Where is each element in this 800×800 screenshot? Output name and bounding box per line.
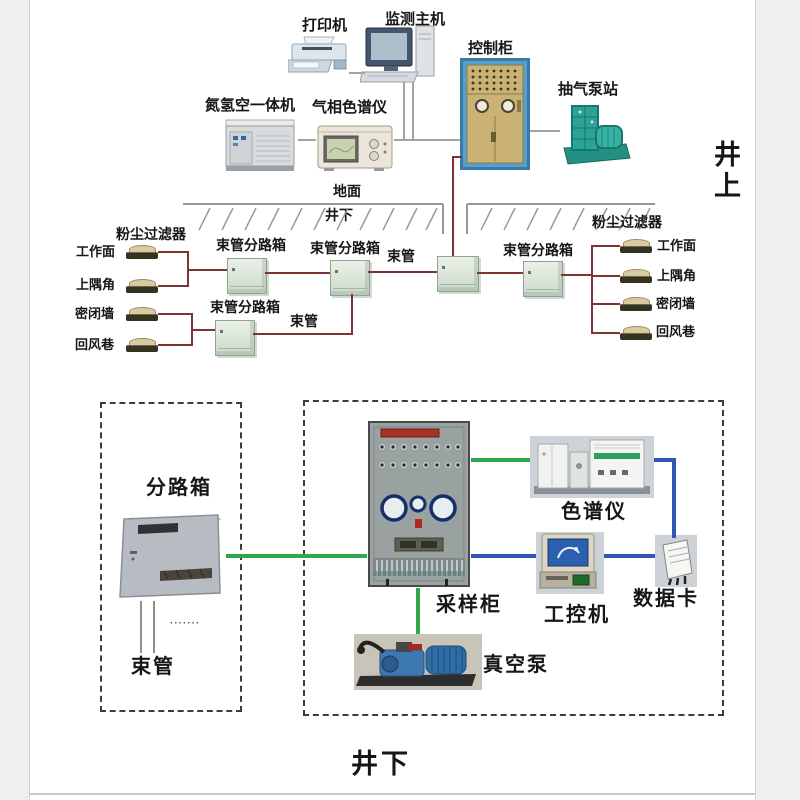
chromatograph-cabinet-wire bbox=[394, 139, 460, 141]
gas-generator-label: 氮氢空一体机 bbox=[205, 97, 296, 114]
pump-station-image bbox=[563, 105, 631, 165]
data-card-image bbox=[655, 535, 697, 587]
blue-data-line bbox=[471, 554, 536, 558]
underground-station-frame bbox=[303, 400, 724, 716]
dust-filter-left-2 bbox=[126, 279, 158, 293]
tube-line bbox=[158, 344, 193, 346]
underground-branch-box-image bbox=[119, 514, 222, 598]
blue-data-line bbox=[604, 554, 655, 558]
vacuum-pump-label: 真空泵 bbox=[483, 654, 549, 676]
sampling-cabinet-image bbox=[368, 421, 470, 587]
printer-image bbox=[288, 36, 347, 73]
point-label-left-2: 上隅角 bbox=[76, 277, 116, 292]
point-label-right-4: 回风巷 bbox=[656, 324, 696, 339]
gas-generator-image bbox=[225, 119, 295, 171]
tube-label-row2: 束管 bbox=[290, 313, 318, 329]
dust-filter-right-1 bbox=[620, 239, 652, 253]
ground-hatch-right bbox=[466, 203, 655, 234]
cabinet-tube-stub bbox=[452, 156, 462, 158]
green-sample-line bbox=[471, 458, 530, 462]
branch-box-1 bbox=[227, 258, 267, 294]
underground-tube-label: 束管 bbox=[131, 656, 175, 678]
sampling-cabinet-label: 采样柜 bbox=[436, 594, 502, 616]
dust-filter-right-4 bbox=[620, 326, 652, 340]
branch-box-3 bbox=[523, 261, 563, 297]
tube-line bbox=[351, 294, 353, 335]
tube-ellipsis: ······· bbox=[170, 618, 201, 629]
green-sample-line bbox=[226, 554, 367, 558]
tube-line bbox=[187, 269, 227, 271]
branch-box-2 bbox=[330, 260, 370, 296]
monitor-host-label: 监测主机 bbox=[385, 11, 446, 28]
pump-station-label: 抽气泵站 bbox=[558, 81, 619, 98]
monitor-host-image bbox=[360, 25, 435, 83]
tube-line bbox=[591, 245, 593, 334]
tube-line bbox=[591, 303, 620, 305]
industrial-pc-label: 工控机 bbox=[544, 604, 610, 626]
tube-drop-line-2 bbox=[153, 601, 155, 653]
gas-chromatograph-image bbox=[317, 125, 393, 171]
point-label-right-1: 工作面 bbox=[657, 238, 697, 253]
blue-data-line bbox=[672, 458, 676, 538]
dust-filter-label-right: 粉尘过滤器 bbox=[592, 214, 662, 230]
control-cabinet-label: 控制柜 bbox=[468, 40, 514, 57]
branch-box-4 bbox=[215, 320, 255, 356]
tube-line bbox=[265, 272, 330, 274]
point-label-right-3: 密闭墙 bbox=[656, 296, 696, 311]
tube-line bbox=[253, 333, 353, 335]
tube-drop-line-1 bbox=[140, 601, 142, 653]
cabinet-pump-wire bbox=[530, 130, 560, 132]
branch-box-label-3: 束管分路箱 bbox=[503, 242, 573, 258]
tube-line bbox=[368, 271, 437, 273]
gas-chromatograph-label: 气相色谱仪 bbox=[312, 99, 388, 116]
data-card-label: 数据卡 bbox=[633, 588, 699, 610]
tube-line bbox=[158, 313, 193, 315]
dust-filter-right-3 bbox=[620, 297, 652, 311]
branch-box-label-2: 束管分路箱 bbox=[310, 240, 380, 256]
point-label-right-2: 上隅角 bbox=[657, 268, 697, 283]
blue-data-line bbox=[654, 458, 676, 462]
ground-above-label: 地面 bbox=[333, 183, 361, 199]
tube-line bbox=[158, 251, 189, 253]
control-cabinet-image bbox=[460, 58, 530, 170]
point-label-left-3: 密闭墙 bbox=[75, 306, 115, 321]
host-downlink-wire-2 bbox=[412, 82, 414, 139]
tube-line bbox=[191, 329, 215, 331]
branch-box-label-1: 束管分路箱 bbox=[216, 237, 286, 253]
tube-line bbox=[561, 274, 592, 276]
page-bottom-rule bbox=[29, 793, 755, 795]
underground-branch-box-label: 分路箱 bbox=[146, 477, 212, 499]
dust-filter-left-4 bbox=[126, 338, 158, 352]
left-page-margin bbox=[0, 0, 30, 800]
point-label-left-4: 回风巷 bbox=[75, 337, 115, 352]
generator-chromatograph-wire bbox=[298, 139, 316, 141]
tube-label-top: 束管 bbox=[387, 248, 415, 264]
underground-section-label: 井下 bbox=[351, 749, 411, 779]
tube-line bbox=[158, 285, 189, 287]
tube-line bbox=[477, 272, 523, 274]
surface-tube-riser bbox=[452, 156, 454, 258]
right-page-margin bbox=[755, 0, 800, 800]
dust-filter-left-1 bbox=[126, 245, 158, 259]
tube-line bbox=[591, 245, 620, 247]
host-downlink-wire-1 bbox=[403, 82, 405, 139]
ground-hatch-left bbox=[183, 203, 444, 234]
surface-side-label: 井上 bbox=[714, 140, 741, 202]
branch-box-center bbox=[437, 256, 479, 292]
tube-line bbox=[591, 275, 620, 277]
dust-filter-left-3 bbox=[126, 307, 158, 321]
chromatograph-label: 色谱仪 bbox=[561, 501, 627, 523]
dust-filter-label-left: 粉尘过滤器 bbox=[116, 226, 186, 242]
point-label-left-1: 工作面 bbox=[76, 244, 116, 259]
printer-monitor-wire bbox=[349, 72, 365, 74]
vacuum-pump-image bbox=[354, 634, 482, 690]
branch-box-label-4: 束管分路箱 bbox=[210, 299, 280, 315]
tube-line bbox=[591, 332, 620, 334]
chromatograph-image bbox=[530, 436, 654, 498]
dust-filter-right-2 bbox=[620, 269, 652, 283]
green-sample-line bbox=[416, 588, 420, 634]
industrial-pc-image bbox=[536, 532, 604, 594]
printer-label: 打印机 bbox=[302, 17, 348, 34]
